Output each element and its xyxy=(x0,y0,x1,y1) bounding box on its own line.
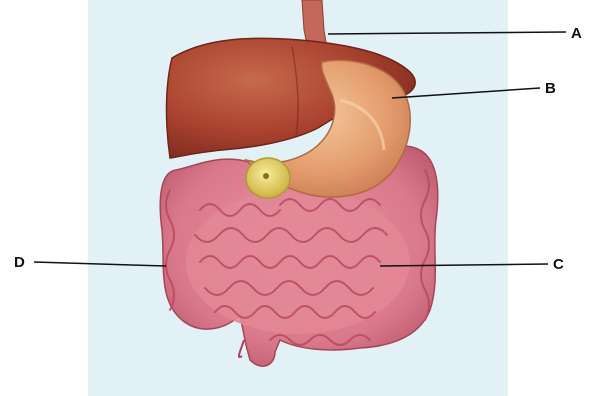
label-b: B xyxy=(545,81,556,96)
label-d: D xyxy=(14,255,25,270)
label-a: A xyxy=(571,26,582,41)
label-c: C xyxy=(553,257,564,272)
